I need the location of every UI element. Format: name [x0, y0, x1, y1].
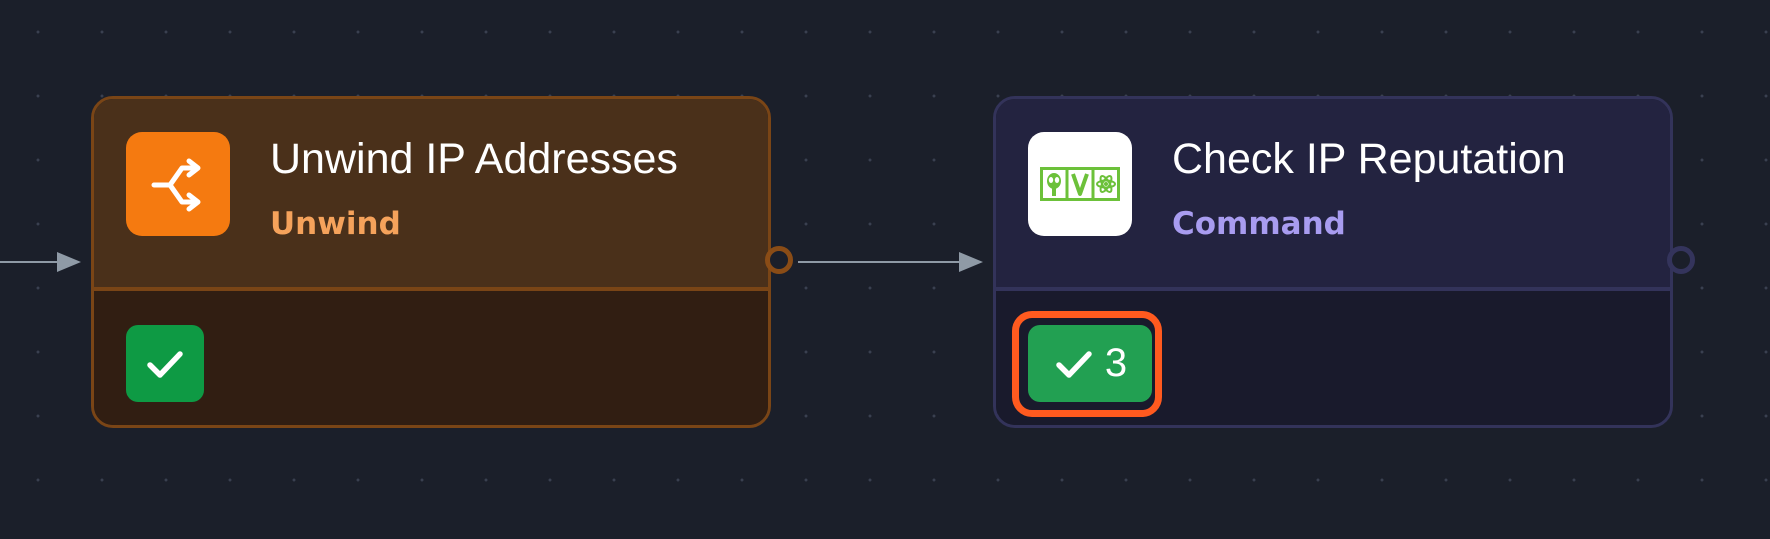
status-badge-success-count[interactable]: 3	[1028, 325, 1152, 402]
status-count: 3	[1104, 341, 1128, 385]
node-divider	[94, 287, 768, 291]
alienvault-otx-logo-icon	[1028, 132, 1132, 236]
edge-incoming[interactable]	[0, 261, 60, 263]
selection-ring	[1012, 311, 1162, 417]
node-divider	[996, 287, 1670, 291]
output-port[interactable]	[1667, 246, 1695, 274]
node-type-label: Unwind	[270, 206, 401, 242]
checkmark-icon	[1056, 350, 1092, 378]
edge-unwind-to-command-arrowhead	[959, 252, 983, 272]
node-body	[94, 291, 768, 425]
node-card: Unwind IP Addresses Unwind	[91, 96, 771, 428]
node-header: Unwind IP Addresses Unwind	[94, 99, 768, 287]
split-arrows-icon	[126, 132, 230, 236]
edge-incoming-arrowhead	[57, 252, 81, 272]
split-arrows-glyph	[151, 158, 201, 212]
status-badge-success[interactable]	[126, 325, 204, 402]
node-type-label: Command	[1172, 206, 1346, 242]
output-port[interactable]	[765, 246, 793, 274]
node-check-ip-reputation[interactable]: Check IP Reputation Command 3	[993, 96, 1695, 428]
node-header: Check IP Reputation Command	[996, 99, 1670, 287]
alienvault-otx-logo-glyph	[1040, 167, 1120, 201]
checkmark-icon	[147, 350, 183, 378]
node-unwind-ip-addresses[interactable]: Unwind IP Addresses Unwind	[91, 96, 793, 428]
node-title: Check IP Reputation	[1172, 135, 1566, 183]
node-card: Check IP Reputation Command 3	[993, 96, 1673, 428]
node-title: Unwind IP Addresses	[270, 135, 678, 183]
edge-unwind-to-command[interactable]	[798, 261, 961, 263]
